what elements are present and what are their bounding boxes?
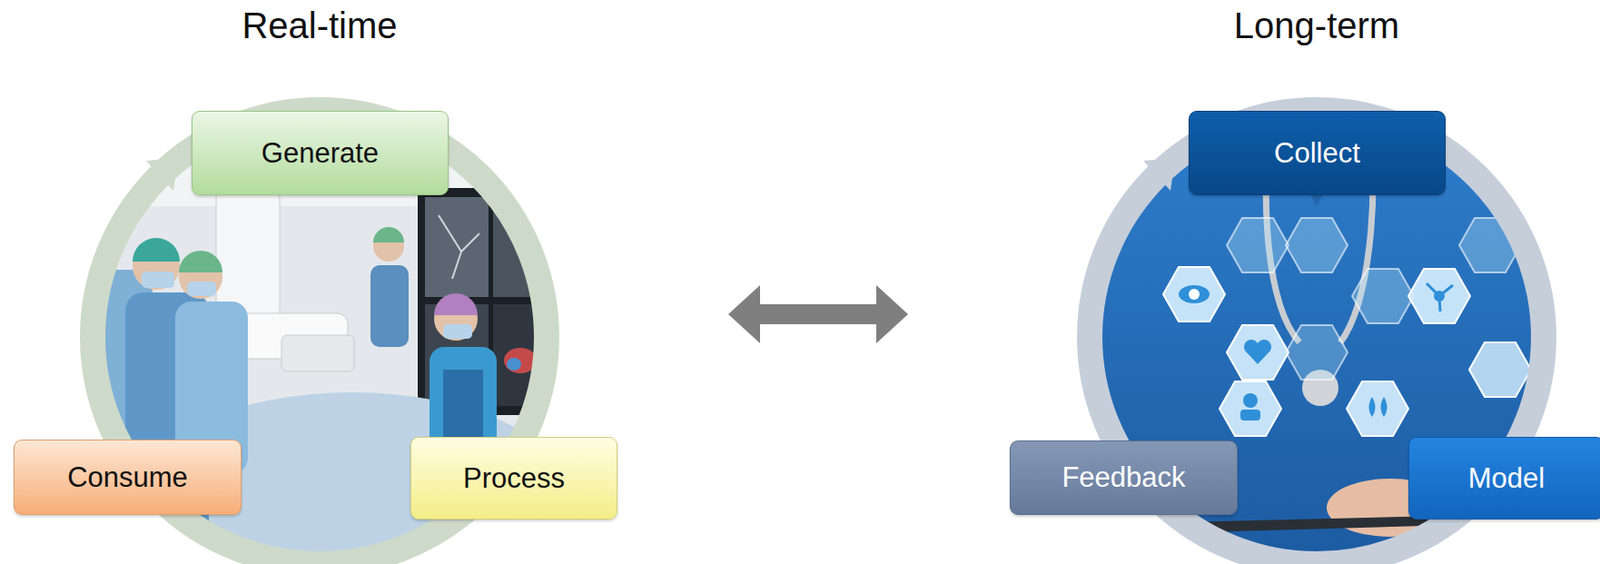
cycle-circle: Real-timeGenerateProcessConsume [79,97,560,564]
cycle-heading-holder: Long-term [1022,3,1600,48]
cycle-heading: Long-term [1234,5,1400,46]
cycle-heading-holder: Real-time [25,3,614,48]
stage-label: Generate [261,137,379,170]
stage-box: Model [1408,436,1600,520]
stage-label: Model [1468,462,1545,495]
stage-box: Collect [1188,110,1446,196]
stage-box: Generate [191,110,449,196]
stage-label: Collect [1274,137,1361,170]
cycle-circle: Long-termCollectModelFeedback [1076,97,1557,564]
stage-box: Consume [13,439,242,515]
stage-label: Process [463,462,565,495]
stage-label: Feedback [1061,461,1186,494]
stage-box: Feedback [1009,440,1238,515]
stage-box: Process [410,436,618,520]
double-arrow [728,285,909,344]
stage-label: Consume [67,461,188,494]
cycle-heading: Real-time [241,5,397,46]
